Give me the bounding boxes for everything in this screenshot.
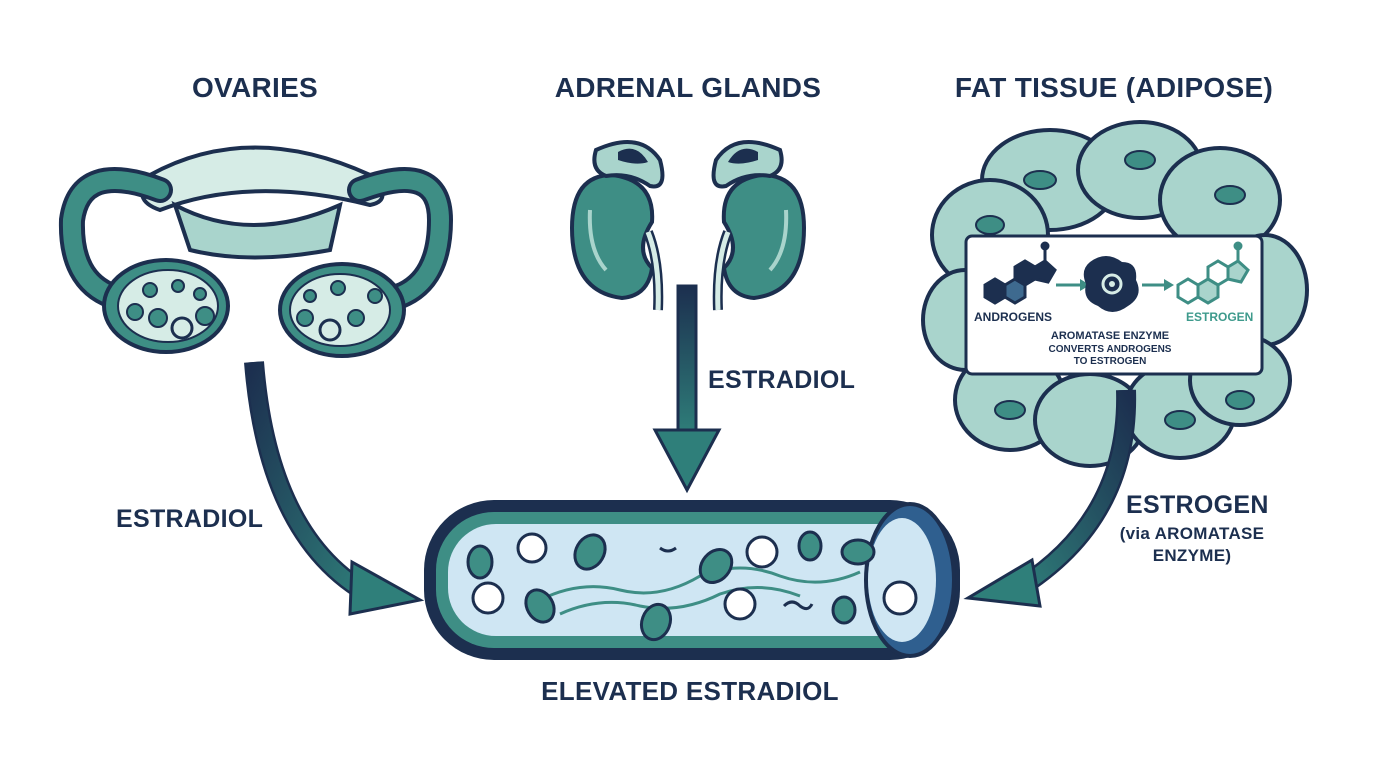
adrenal-kidneys-illustration	[569, 140, 807, 311]
title-ovaries: OVARIES	[191, 72, 319, 103]
aromatase-conversion-box	[964, 234, 1264, 376]
arrow-fat-to-blood	[963, 389, 1137, 608]
label-elevated-estradiol: ELEVATED ESTRADIOL	[541, 676, 839, 706]
label-fat-sub-1: (via AROMATASE	[1119, 524, 1265, 543]
aromatase-output-label: ESTROGEN	[1186, 310, 1254, 324]
label-ovaries-estradiol: ESTRADIOL	[116, 505, 264, 533]
arrow-ovaries-to-blood	[244, 361, 425, 616]
androgen-molecule-icon	[983, 241, 1057, 305]
blood-vessel-illustration	[424, 500, 960, 660]
ovaries-illustration	[58, 145, 454, 358]
aromatase-input-label: ANDROGENS	[974, 310, 1053, 324]
label-fat-sub-2: ENZYME)	[1152, 546, 1232, 565]
aromatase-enzyme-icon	[1083, 256, 1139, 312]
title-fat-tissue: FAT TISSUE (ADIPOSE)	[954, 72, 1274, 103]
label-adrenal-estradiol: ESTRADIOL	[708, 366, 856, 394]
label-fat-estrogen: ESTROGEN	[1126, 491, 1269, 519]
aromatase-desc-2: TO ESTROGEN	[1073, 356, 1147, 367]
estrogen-molecule-icon	[1176, 241, 1250, 305]
arrow-adrenal-to-blood	[652, 284, 722, 494]
aromatase-enzyme-label: AROMATASE ENZYME	[1050, 330, 1170, 342]
aromatase-desc-1: CONVERTS ANDROGENS	[1048, 344, 1172, 355]
title-adrenal-glands: ADRENAL GLANDS	[554, 72, 822, 103]
